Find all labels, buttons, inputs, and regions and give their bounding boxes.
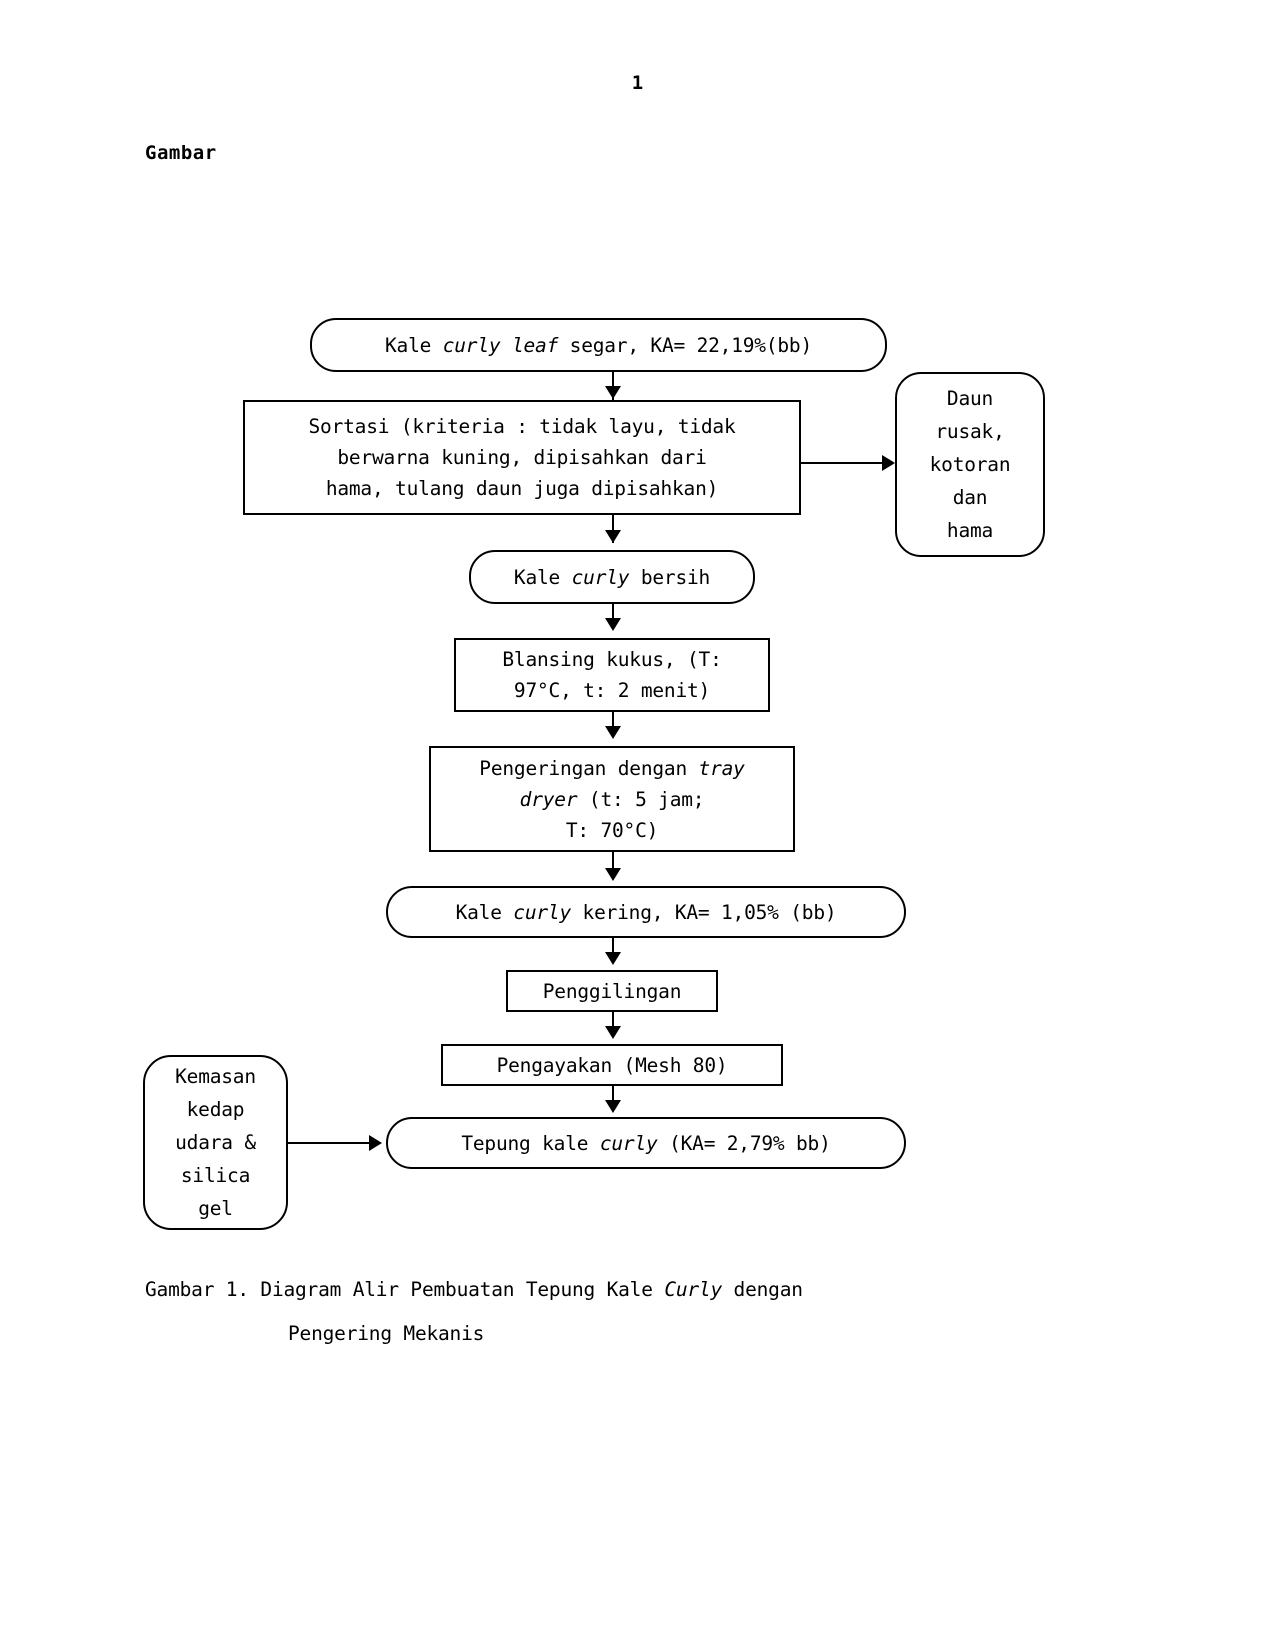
flow-node-sortasi: Sortasi (kriteria : tidak layu, tidak be… xyxy=(243,400,801,515)
flow-node-pengeringan-line-3: T: 70°C) xyxy=(565,818,659,842)
connector-dry-to-penggilingan xyxy=(612,938,614,960)
figure-caption: Gambar 1. Diagram Alir Pembuatan Tepung … xyxy=(145,1268,1125,1356)
flow-node-waste-line-3: kotoran xyxy=(929,453,1011,476)
connector-packaging-to-product xyxy=(288,1142,372,1144)
arrowhead-fresh-to-sortasi xyxy=(605,386,621,399)
flow-node-waste-line-2: rusak, xyxy=(935,420,1005,443)
figure-caption-line-2: Pengering Mekanis xyxy=(288,1322,485,1345)
flow-node-blansing-line-2: 97°C, t: 2 menit) xyxy=(513,679,711,702)
flow-node-pengayakan: Pengayakan (Mesh 80) xyxy=(441,1044,783,1086)
connector-pengeringan-to-dry xyxy=(612,852,614,876)
flow-node-sortasi-line-1: Sortasi (kriteria : tidak layu, tidak xyxy=(308,415,736,438)
arrowhead-penggilingan-to-pengayakan xyxy=(605,1026,621,1039)
flow-node-product: Tepung kale curly (KA= 2,79% bb) xyxy=(386,1117,906,1169)
flow-node-dry-kale: Kale curly kering, KA= 1,05% (bb) xyxy=(386,886,906,938)
connector-pengayakan-to-product xyxy=(612,1086,614,1108)
flow-node-penggilingan: Penggilingan xyxy=(506,970,718,1012)
section-label: Gambar xyxy=(145,142,217,164)
flow-node-sortasi-line-2: berwarna kuning, dipisahkan dari xyxy=(337,446,707,469)
connector-blansing-to-pengeringan xyxy=(612,712,614,734)
flow-node-packaging-line-5: gel xyxy=(198,1197,233,1220)
flow-node-packaging-line-3: udara & xyxy=(175,1131,256,1154)
flow-node-product-text: Tepung kale curly (KA= 2,79% bb) xyxy=(461,1131,831,1155)
page-number: 1 xyxy=(631,72,644,94)
arrowhead-dry-to-penggilingan xyxy=(605,952,621,965)
flow-node-sortasi-line-3: hama, tulang daun juga dipisahkan) xyxy=(325,477,719,500)
flow-node-blansing: Blansing kukus, (T: 97°C, t: 2 menit) xyxy=(454,638,770,712)
flow-node-clean-kale: Kale curly bersih xyxy=(469,550,755,604)
flow-node-fresh-kale-text: Kale curly leaf segar, KA= 22,19%(bb) xyxy=(385,333,812,357)
flow-node-dry-kale-text: Kale curly kering, KA= 1,05% (bb) xyxy=(455,900,837,924)
flow-node-waste-line-5: hama xyxy=(946,519,994,542)
flow-node-clean-kale-text: Kale curly bersih xyxy=(513,565,711,589)
arrowhead-blansing-to-pengeringan xyxy=(605,726,621,739)
connector-sortasi-to-clean xyxy=(612,515,614,543)
arrowhead-sortasi-to-clean xyxy=(605,530,621,543)
arrowhead-pengayakan-to-product xyxy=(605,1100,621,1113)
flow-node-pengeringan-line-2: dryer (t: 5 jam; xyxy=(519,787,705,811)
flow-node-penggilingan-text: Penggilingan xyxy=(542,979,682,1003)
figure-caption-line-1: Gambar 1. Diagram Alir Pembuatan Tepung … xyxy=(145,1278,803,1301)
connector-clean-to-blansing xyxy=(612,604,614,626)
flow-node-pengeringan: Pengeringan dengan tray dryer (t: 5 jam;… xyxy=(429,746,795,852)
flow-node-packaging-line-4: silica xyxy=(180,1164,251,1187)
arrowhead-sortasi-to-waste xyxy=(882,455,895,471)
flow-node-packaging-line-2: kedap xyxy=(186,1098,245,1121)
arrowhead-pengeringan-to-dry xyxy=(605,868,621,881)
flow-node-pengayakan-text: Pengayakan (Mesh 80) xyxy=(496,1053,728,1077)
arrowhead-packaging-to-product xyxy=(369,1135,382,1151)
flow-node-waste-line-1: Daun xyxy=(946,387,994,410)
flow-node-packaging-line-1: Kemasan xyxy=(175,1065,256,1088)
connector-sortasi-to-waste xyxy=(801,462,885,464)
arrowhead-clean-to-blansing xyxy=(605,618,621,631)
flow-node-waste: Daun rusak, kotoran dan hama xyxy=(895,372,1045,557)
flow-node-waste-line-4: dan xyxy=(952,486,988,509)
flow-node-pengeringan-line-1: Pengeringan dengan tray xyxy=(479,756,745,780)
flow-node-blansing-line-1: Blansing kukus, (T: xyxy=(502,648,722,671)
flow-node-packaging: Kemasan kedap udara & silica gel xyxy=(143,1055,288,1230)
connector-penggilingan-to-pengayakan xyxy=(612,1012,614,1034)
flow-node-fresh-kale: Kale curly leaf segar, KA= 22,19%(bb) xyxy=(310,318,887,372)
